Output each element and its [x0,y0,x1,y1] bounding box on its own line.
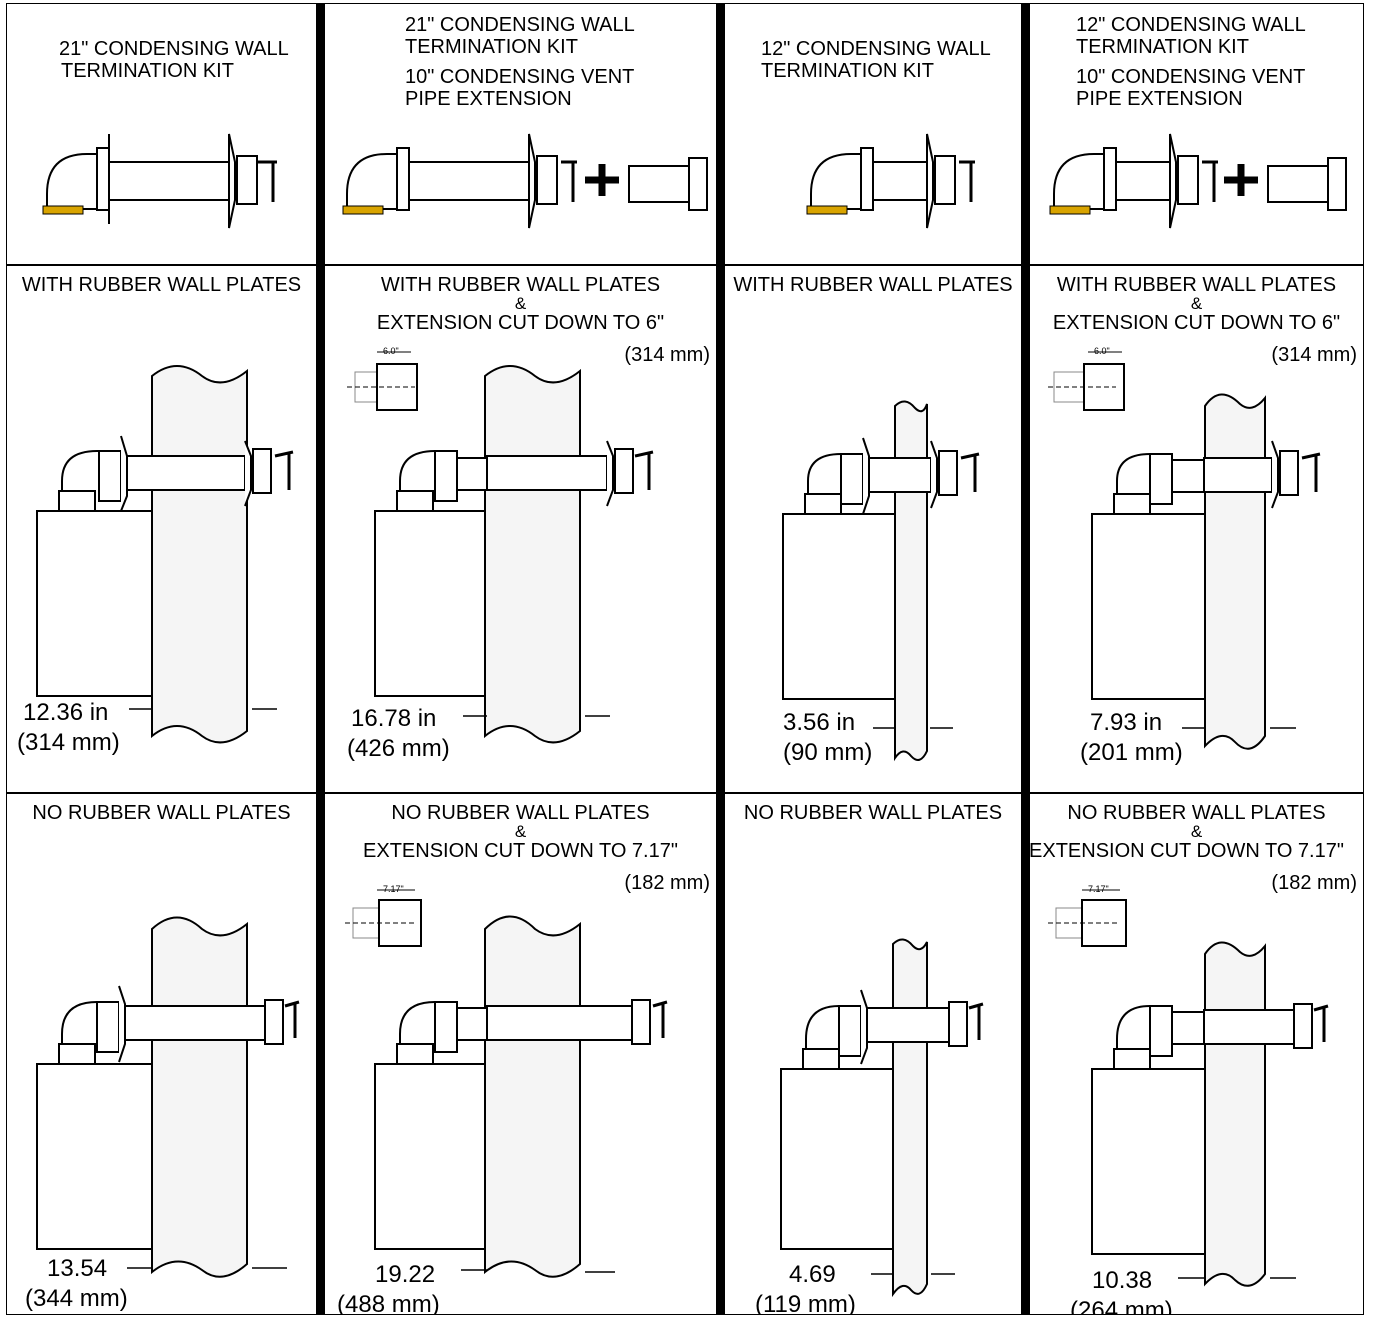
kit-1-title-line-2: TERMINATION KIT [61,60,234,82]
with-plates-2-drawing: 6.0" [347,346,654,744]
kit-4-ext-line-1: 10" CONDENSING VENT [1076,66,1306,88]
with-plates-3-measure: 3.56 in (90 mm) [783,708,872,768]
with-plates-4-mm: (201 mm) [1080,739,1183,766]
no-plates-2-mm-note: (182 mm) [624,872,710,894]
with-plates-4-amp: & [1190,294,1203,313]
no-plates-4-inches: 10.38 [1092,1267,1153,1294]
kit-3-title-line-1: 12" CONDENSING WALL [761,38,991,60]
with-plates-2-measure: 16.78 in (426 mm) [347,704,450,764]
no-plates-2-inches: 19.22 [375,1261,436,1288]
no-plates-2-drawing: 7.17" [345,884,668,1278]
no-plates-2-cut-label: 7.17" [383,884,404,894]
with-plates-cell-1: WITH RUBBER WALL PLATES 12.36 in (314 mm… [6,265,317,793]
kit-1-drawing [42,133,277,229]
no-plates-4-measure: 10.38 (264 mm) [1070,1266,1173,1315]
kit-2-title: 21" CONDENSING WALL TERMINATION KIT 10" … [405,14,716,110]
with-plates-1-drawing [36,365,294,744]
with-plates-3-inches: 3.56 in [783,709,856,736]
no-plates-cell-2: NO RUBBER WALL PLATES & EXTENSION CUT DO… [317,793,717,1315]
kit-3-drawing [806,133,975,229]
no-plates-3-mm: (119 mm) [755,1291,856,1315]
no-plates-cell-3: NO RUBBER WALL PLATES 4.69 (119 mm) [717,793,1022,1315]
no-plates-2-mm: (488 mm) [337,1291,440,1315]
no-plates-1-title: NO RUBBER WALL PLATES [32,802,291,824]
with-plates-cell-4: WITH RUBBER WALL PLATES & EXTENSION CUT … [1022,265,1364,793]
with-plates-4-sub: EXTENSION CUT DOWN TO 6" [1052,312,1341,334]
kit-3-title: 12" CONDENSING WALL TERMINATION KIT [761,38,1021,82]
with-plates-4-measure: 7.93 in (201 mm) [1080,708,1183,768]
kit-4-ext-line-2: PIPE EXTENSION [1076,88,1243,110]
no-plates-4-cut-label: 7.17" [1088,884,1109,894]
with-plates-2-sub: EXTENSION CUT DOWN TO 6" [376,312,665,334]
no-plates-2-sub: EXTENSION CUT DOWN TO 7.17" [363,840,678,862]
no-plates-4-amp: & [1190,822,1203,841]
no-plates-3-drawing [780,938,984,1298]
with-plates-4-title-text: WITH RUBBER WALL PLATES [1056,274,1337,296]
kit-2-title-line-1: 21" CONDENSING WALL [405,14,635,36]
kit-2-ext-line-2: PIPE EXTENSION [405,88,572,110]
with-plates-4-mm-note: (314 mm) [1271,344,1357,366]
kit-cell-3: 12" CONDENSING WALL TERMINATION KIT [717,3,1022,265]
no-plates-3-title: NO RUBBER WALL PLATES [743,802,1003,824]
kit-cell-1: 21" CONDENSING WALL TERMINATION KIT [6,3,317,265]
no-plates-4-mm-note: (182 mm) [1271,872,1357,894]
no-plates-1-mm: (344 mm) [25,1285,128,1312]
with-plates-1-mm: (314 mm) [17,729,120,756]
with-plates-4-inches: 7.93 in [1090,709,1163,736]
no-plates-2-amp: & [514,822,527,841]
kit-2-ext-line-1: 10" CONDENSING VENT [405,66,635,88]
kit-1-title: 21" CONDENSING WALL TERMINATION KIT [59,38,316,82]
kit-cell-4: 12" CONDENSING WALL TERMINATION KIT 10" … [1022,3,1364,265]
with-plates-2-cut-label: 6.0" [383,346,399,356]
vent-configuration-grid: 21" CONDENSING WALL TERMINATION KIT 21" … [6,3,1364,1315]
with-plates-4-drawing: 6.0" [1048,346,1321,750]
no-plates-1-inches: 13.54 [47,1255,108,1282]
no-plates-2-title-text: NO RUBBER WALL PLATES [391,802,650,824]
kit-1-title-line-1: 21" CONDENSING WALL [59,38,289,60]
no-plates-3-inches: 4.69 [789,1261,836,1288]
no-plates-1-measure: 13.54 (344 mm) [25,1254,128,1314]
no-plates-4-drawing: 7.17" [1048,884,1329,1287]
kit-4-title: 12" CONDENSING WALL TERMINATION KIT 10" … [1076,14,1363,110]
no-plates-2-measure: 19.22 (488 mm) [337,1260,440,1314]
kit-3-title-line-2: TERMINATION KIT [761,60,934,82]
with-plates-4-title: WITH RUBBER WALL PLATES & EXTENSION CUT … [1030,274,1363,334]
with-plates-2-title-text: WITH RUBBER WALL PLATES [380,274,661,296]
with-plates-2-amp: & [514,294,527,313]
with-plates-2-inches: 16.78 in [351,705,437,732]
with-plates-2-mm-note: (314 mm) [624,344,710,366]
with-plates-cell-2: WITH RUBBER WALL PLATES & EXTENSION CUT … [317,265,717,793]
no-plates-3-measure: 4.69 (119 mm) [755,1260,856,1315]
with-plates-2-title: WITH RUBBER WALL PLATES & EXTENSION CUT … [325,274,716,334]
kit-4-drawing [1049,133,1347,229]
no-plates-4-title-text: NO RUBBER WALL PLATES [1067,802,1326,824]
kit-4-title-line-1: 12" CONDENSING WALL [1076,14,1306,36]
no-plates-4-mm: (264 mm) [1070,1297,1173,1315]
with-plates-3-title: WITH RUBBER WALL PLATES [733,274,1013,296]
kit-4-title-line-2: TERMINATION KIT [1076,36,1249,58]
with-plates-3-mm: (90 mm) [783,739,873,766]
kit-cell-2: 21" CONDENSING WALL TERMINATION KIT 10" … [317,3,717,265]
kit-2-title-line-2: TERMINATION KIT [405,36,578,58]
with-plates-4-cut-label: 6.0" [1094,346,1110,356]
no-plates-2-title: NO RUBBER WALL PLATES & EXTENSION CUT DO… [325,802,716,862]
with-plates-1-inches: 12.36 in [23,699,109,726]
no-plates-1-drawing [36,916,300,1278]
no-plates-cell-4: NO RUBBER WALL PLATES & EXTENSION CUT DO… [1022,793,1364,1315]
no-plates-4-sub: EXTENSION CUT DOWN TO 7.17" [1029,840,1344,862]
with-plates-1-measure: 12.36 in (314 mm) [17,698,120,758]
with-plates-cell-3: WITH RUBBER WALL PLATES 3.56 in (90 mm) [717,265,1022,793]
kit-2-drawing [342,133,708,229]
no-plates-cell-1: NO RUBBER WALL PLATES 13.54 (344 mm) [6,793,317,1315]
with-plates-1-title: WITH RUBBER WALL PLATES [21,274,302,296]
with-plates-2-mm: (426 mm) [347,735,450,762]
no-plates-4-title: NO RUBBER WALL PLATES & EXTENSION CUT DO… [1030,802,1363,862]
with-plates-3-drawing [782,400,980,762]
